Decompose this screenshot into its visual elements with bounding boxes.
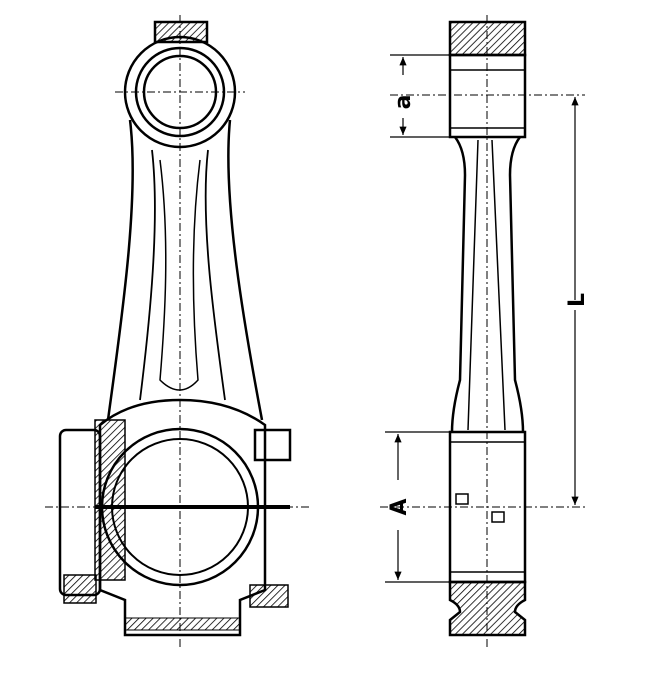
big-end-body: [98, 398, 267, 637]
beam-web-section: [467, 139, 506, 431]
rod-beam-outline: [106, 119, 264, 421]
rod-beam-rib: [139, 149, 226, 401]
centerlines-side: [380, 15, 585, 650]
cap-bottom-section: [124, 617, 241, 631]
locating-tab-2: [491, 511, 505, 523]
dimension-label-A: A: [387, 498, 412, 515]
beam-side: [450, 136, 525, 433]
bolt-left: [58, 428, 102, 597]
bolt-nut-right: [249, 584, 289, 608]
bolt-nut-left: [63, 574, 97, 604]
centerlines-front: [45, 15, 310, 650]
side-view: [380, 15, 585, 650]
dimension-lines: [385, 54, 579, 583]
front-view: [45, 15, 310, 650]
bolt-head-right: [253, 428, 292, 462]
dimension-label-L: L: [565, 293, 590, 307]
dimension-label-a: a: [391, 95, 416, 110]
locating-tab-1: [455, 493, 469, 505]
oil-hole-boss: [153, 20, 209, 44]
